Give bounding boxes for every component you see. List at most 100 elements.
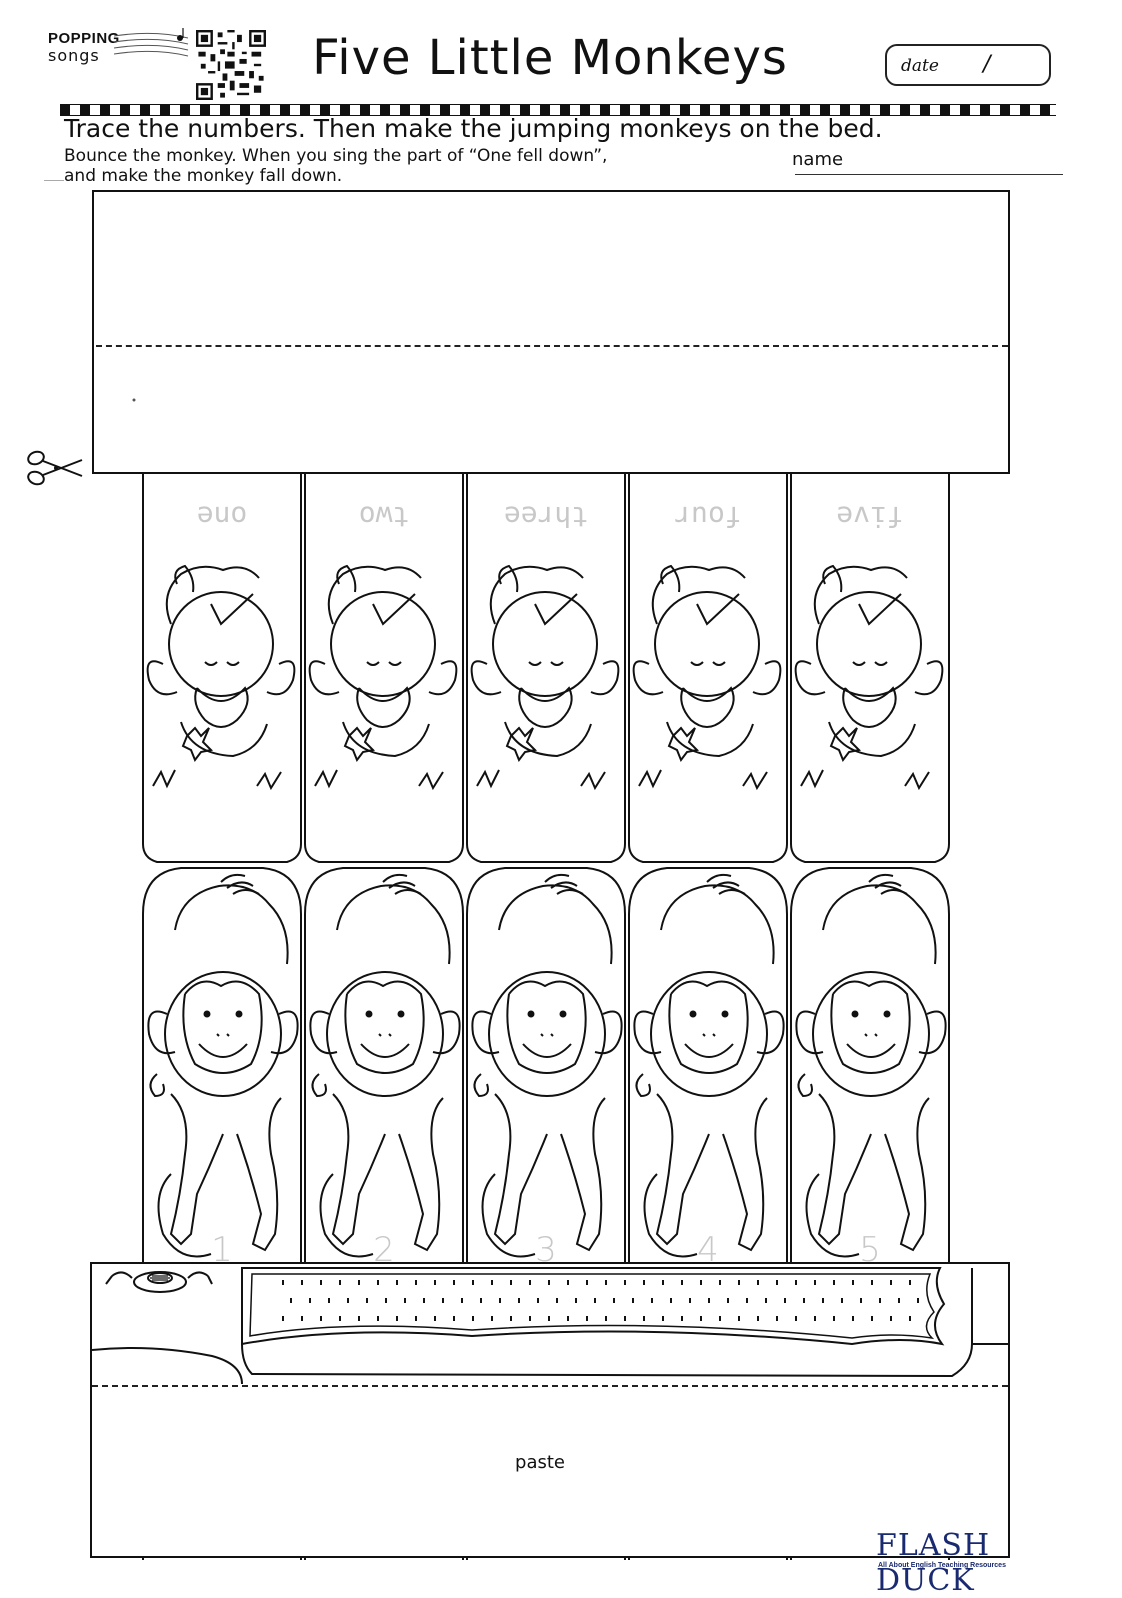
blanket-dot — [643, 1280, 645, 1285]
blanket-dot — [689, 1298, 691, 1303]
blanket-dot — [841, 1298, 843, 1303]
checkered-divider — [60, 104, 1056, 116]
top-fold-panel — [92, 190, 1010, 474]
blanket-dot — [814, 1316, 816, 1321]
blanket-dot — [803, 1298, 805, 1303]
blanket-dot — [765, 1298, 767, 1303]
blanket-dot — [662, 1280, 664, 1285]
blanket-dot — [510, 1316, 512, 1321]
blanket-dot — [347, 1298, 349, 1303]
blanket-dot — [529, 1280, 531, 1285]
blanket-dot — [529, 1316, 531, 1321]
blanket-dot — [415, 1316, 417, 1321]
blanket-dot — [567, 1280, 569, 1285]
date-field[interactable]: date / — [885, 44, 1051, 86]
turtle-icon — [105, 1271, 213, 1293]
blanket-dot — [491, 1280, 493, 1285]
blanket-dot — [472, 1316, 474, 1321]
blanket-dot — [632, 1298, 634, 1303]
music-note-icon — [114, 28, 189, 57]
strip-word-three: three — [503, 500, 589, 533]
instruction-main: Trace the numbers. Then make the jumping… — [64, 114, 883, 143]
blanket-dot — [738, 1280, 740, 1285]
blanket-dot — [339, 1280, 341, 1285]
blanket-dot — [548, 1280, 550, 1285]
flash-duck-logo: FLASH DUCK All About English Teaching Re… — [872, 1528, 1082, 1598]
name-input-line[interactable] — [795, 174, 1063, 175]
blanket-dot — [700, 1280, 702, 1285]
blanket-dot — [301, 1280, 303, 1285]
blanket-dot — [518, 1298, 520, 1303]
monkey-strip-five — [790, 474, 950, 1560]
blanket-dot — [833, 1316, 835, 1321]
page-title: Five Little Monkeys — [312, 30, 788, 86]
monkey-strip-three — [466, 474, 626, 1560]
trace-number-4[interactable]: 4 — [697, 1230, 719, 1270]
blanket-dot — [594, 1298, 596, 1303]
blanket-dot — [719, 1316, 721, 1321]
blanket-dot — [795, 1280, 797, 1285]
blanket-dot — [784, 1298, 786, 1303]
blanket-dot — [586, 1316, 588, 1321]
blanket-dot — [700, 1316, 702, 1321]
blanket-dot — [605, 1316, 607, 1321]
trace-number-5[interactable]: 5 — [859, 1230, 881, 1270]
blanket-dot — [423, 1298, 425, 1303]
trace-number-1[interactable]: 1 — [211, 1230, 233, 1270]
blanket-dot — [643, 1316, 645, 1321]
blanket-dot — [879, 1298, 881, 1303]
blanket-dot — [890, 1280, 892, 1285]
strip-word-five: five — [836, 500, 904, 533]
top-fold-line — [96, 345, 1008, 347]
blanket-dot — [757, 1280, 759, 1285]
blanket-dot — [442, 1298, 444, 1303]
blanket-dot — [499, 1298, 501, 1303]
blanket-dot — [651, 1298, 653, 1303]
blanket-dot — [396, 1280, 398, 1285]
date-separator: / — [983, 52, 991, 77]
instruction-sub-line1: Bounce the monkey. When you sing the par… — [64, 146, 608, 166]
blanket-dot — [366, 1298, 368, 1303]
blanket-dot — [453, 1280, 455, 1285]
blanket-dot — [328, 1298, 330, 1303]
blanket-dot — [909, 1316, 911, 1321]
blanket-dot — [434, 1280, 436, 1285]
blanket-dot — [662, 1316, 664, 1321]
blanket-dot — [575, 1298, 577, 1303]
strip-word-four: four — [674, 500, 742, 533]
blanket-dot — [453, 1316, 455, 1321]
blanket-dot — [822, 1298, 824, 1303]
blanket-dot — [377, 1316, 379, 1321]
monkey-strip-one — [142, 474, 302, 1560]
blanket-dot — [681, 1280, 683, 1285]
blanket-dot — [814, 1280, 816, 1285]
blanket-dot — [776, 1316, 778, 1321]
bed-fold-line — [92, 1385, 1008, 1387]
trace-number-3[interactable]: 3 — [535, 1230, 557, 1270]
qr-code-icon[interactable] — [196, 30, 266, 100]
blanket-dot — [385, 1298, 387, 1303]
blanket-dot — [434, 1316, 436, 1321]
blanket-dot — [719, 1280, 721, 1285]
blanket-dot — [301, 1316, 303, 1321]
blanket-dot — [556, 1298, 558, 1303]
blanket-dot — [282, 1280, 284, 1285]
blanket-dot — [339, 1316, 341, 1321]
blanket-dot — [624, 1316, 626, 1321]
trace-number-2[interactable]: 2 — [373, 1230, 395, 1270]
blanket-dot — [510, 1280, 512, 1285]
blanket-dot — [624, 1280, 626, 1285]
monkey-strip-four — [628, 474, 788, 1560]
blanket-dot — [795, 1316, 797, 1321]
blanket-dot — [613, 1298, 615, 1303]
paste-label: paste — [515, 1452, 565, 1473]
blanket-dot — [320, 1280, 322, 1285]
bed-panel — [90, 1262, 1010, 1558]
blanket-dot — [852, 1316, 854, 1321]
scissors-icon — [27, 450, 83, 486]
name-label: name — [792, 149, 844, 170]
blanket-dot — [860, 1298, 862, 1303]
blanket-dot — [605, 1280, 607, 1285]
logo-text-popping: POPPING — [48, 30, 120, 47]
